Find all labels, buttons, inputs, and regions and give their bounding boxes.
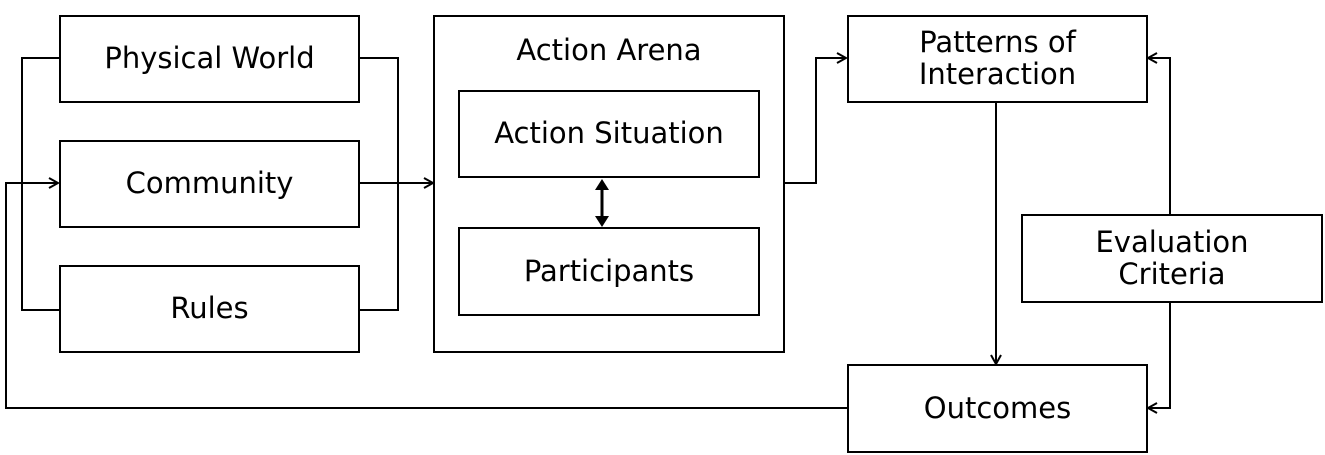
physical-world-box: Physical World [59, 15, 360, 103]
evaluation-to-patterns-arrow [1148, 58, 1171, 215]
rules-box: Rules [59, 265, 360, 353]
community-box: Community [59, 140, 360, 228]
patterns-of-interaction-box: Patterns of Interaction [847, 15, 1148, 103]
evaluation-criteria-box: Evaluation Criteria [1021, 214, 1323, 303]
rules-label: Rules [170, 291, 249, 326]
action-situation-box: Action Situation [458, 90, 760, 178]
double-arrow-head-bottom [595, 216, 609, 227]
participants-label: Participants [523, 253, 695, 288]
action-situation-label: Action Situation [494, 116, 724, 151]
outcomes-label: Outcomes [923, 390, 1072, 425]
evaluation-label: Evaluation Criteria [1095, 224, 1249, 291]
arena-to-patterns-arrow [784, 58, 846, 184]
patterns-label: Patterns of Interaction [918, 25, 1077, 91]
double-arrow-head-top [595, 179, 609, 190]
evaluation-to-outcomes-arrow [1148, 302, 1171, 408]
community-label: Community [125, 166, 294, 201]
action-arena-title: Action Arena [516, 33, 702, 67]
action-arena-box: Action Arena [433, 15, 785, 353]
physical-world-label: Physical World [104, 41, 315, 76]
participants-box: Participants [458, 227, 760, 316]
outcomes-feedback-arrow [5, 183, 848, 409]
outcomes-box: Outcomes [847, 364, 1148, 453]
